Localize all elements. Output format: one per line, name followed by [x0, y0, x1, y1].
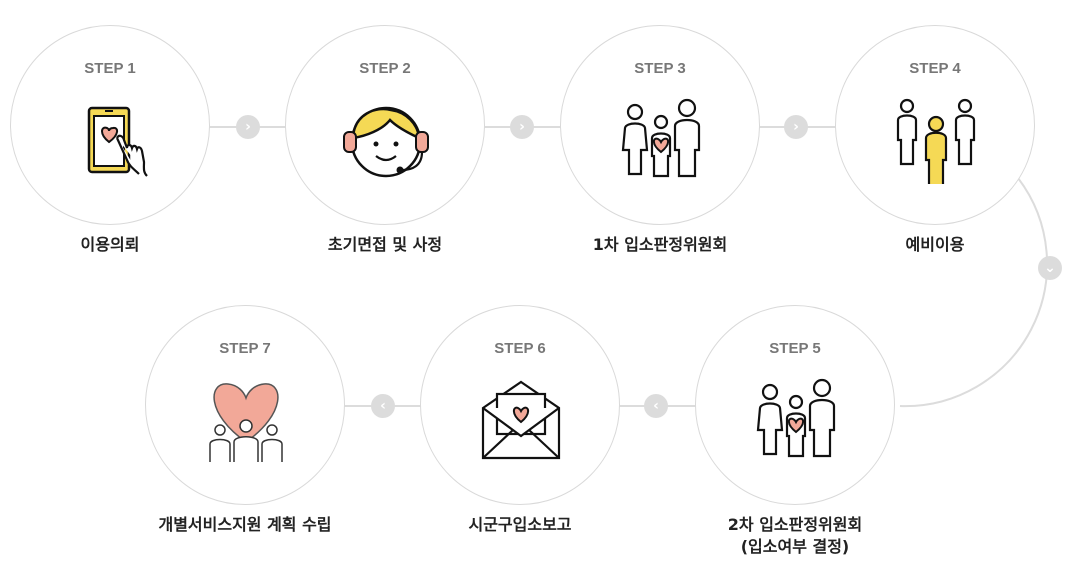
step-1-circle: STEP 1 [10, 25, 210, 225]
family-heart-icon [756, 378, 836, 458]
step-3-circle: STEP 3 [560, 25, 760, 225]
step-5-label: 2차 입소판정위원회 (입소여부 결정) [665, 514, 925, 558]
step-2-circle: STEP 2 [285, 25, 485, 225]
phone-heart-icon [87, 106, 148, 177]
step-number: STEP 6 [494, 340, 546, 357]
step-number: STEP 1 [84, 60, 136, 77]
down-arrow-icon: ⌄ [1038, 256, 1062, 280]
counselor-headset-icon [343, 106, 429, 178]
step-2-label: 초기면접 및 사정 [327, 235, 443, 254]
step-1-label: 이용의뢰 [80, 235, 140, 254]
step-number: STEP 4 [909, 60, 961, 77]
next-arrow-icon: › [236, 115, 260, 139]
step-3-label: 1차 입소판정위원회 [592, 235, 728, 254]
step-number: STEP 2 [359, 60, 411, 77]
step-6-label: 시군구입소보고 [468, 515, 572, 534]
step-5-circle: STEP 5 [695, 305, 895, 505]
step-7-label: 개별서비스지원 계획 수립 [158, 515, 332, 534]
heart-community-icon [209, 383, 283, 462]
step-7-circle: STEP 7 [145, 305, 345, 505]
step-5-label-line1: 2차 입소판정위원회 [727, 515, 863, 534]
step-number: STEP 7 [219, 340, 271, 357]
prev-arrow-icon: ‹ [371, 394, 395, 418]
envelope-heart-icon [481, 380, 561, 460]
step-number: STEP 5 [769, 340, 821, 357]
step-5-label-line2: (입소여부 결정) [740, 537, 850, 556]
step-4-circle: STEP 4 [835, 25, 1035, 225]
next-arrow-icon: › [784, 115, 808, 139]
next-arrow-icon: › [510, 115, 534, 139]
step-number: STEP 3 [634, 60, 686, 77]
family-heart-icon [621, 98, 701, 178]
step-6-circle: STEP 6 [420, 305, 620, 505]
prev-arrow-icon: ‹ [644, 394, 668, 418]
step-4-label: 예비이용 [905, 235, 965, 254]
people-group-icon [896, 98, 976, 184]
